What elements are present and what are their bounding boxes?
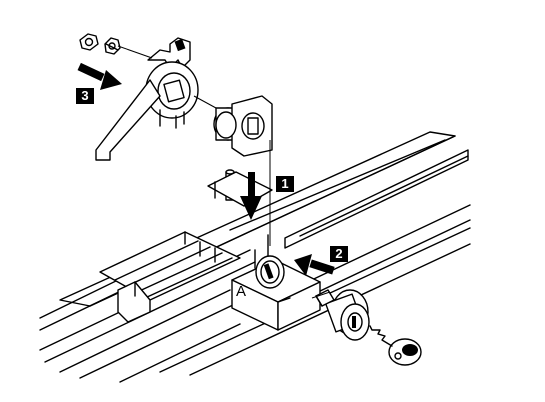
mounting-post [207,169,273,207]
arrow-step-1 [240,172,262,220]
step-2-callout: 2 [330,246,348,262]
arrow-step-2 [294,254,335,276]
frame-rails [39,131,471,383]
key-icon [369,325,422,366]
lock-housing [231,234,321,331]
assembly-guide-lines [117,45,271,246]
step-3-callout: 3 [76,88,94,104]
bushing [213,95,273,157]
step-1-callout: 1 [276,176,294,192]
arrow-step-3 [77,62,122,90]
lock-cylinder [311,289,370,341]
part-label-a: A [236,283,247,300]
nut-icon [79,33,99,51]
lock-washer-icon [104,37,121,55]
latch-plate [95,37,199,161]
